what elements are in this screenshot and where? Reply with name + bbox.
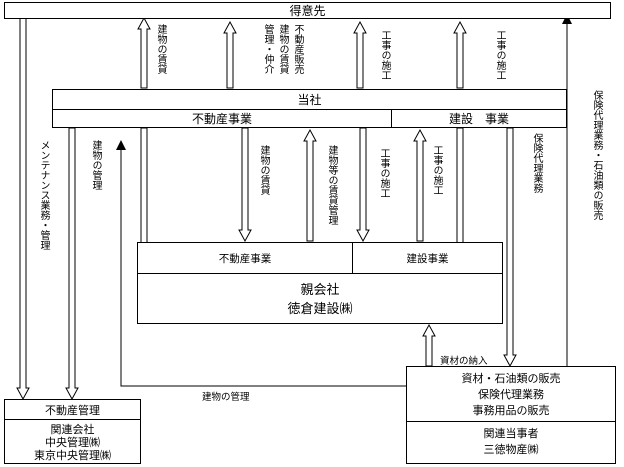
parent-construction-label: 建設事業 (406, 252, 449, 265)
label-sales-col2: 建物の賃貸 (277, 24, 288, 74)
label-lease-mgmt: 建物等の賃貸管理 (326, 145, 337, 225)
arrow-construction-to-customer-left (353, 20, 367, 89)
customer-label: 得意先 (289, 4, 326, 18)
arrow-construction-to-company (413, 128, 427, 242)
arrowhead-supplier-to-customer (562, 14, 572, 24)
parent-segment-divider (352, 243, 353, 273)
line-building-mgmt-bottom (120, 150, 407, 387)
company-box: 当社 不動産事業 建設 事業 (52, 89, 567, 128)
customer-box: 得意先 (4, 2, 611, 19)
arrow-parent-to-customer-right (456, 127, 464, 244)
arrow-construction-to-parent (356, 127, 370, 243)
label-construction-top-left: 工事の施工 (379, 30, 390, 80)
label-insurance-oil: 保険代理業務・石油類の販売 (591, 90, 602, 220)
related-party-box: 資材・石油類の販売 保険代理業務 事務用品の販売 関連当事者 三徳物産㈱ (406, 366, 616, 464)
mgmt-header: 不動産管理 (45, 403, 100, 417)
arrow-lease-to-customer (137, 16, 151, 89)
label-materials-delivery: 資材の納入 (440, 356, 488, 367)
label-construction-top-right: 工事の施工 (494, 30, 505, 80)
parent-name-line2: 徳倉建設㈱ (287, 301, 353, 317)
supplier-line4: 関連当事者 (483, 427, 539, 440)
parent-real-estate-label: 不動産事業 (218, 252, 272, 265)
arrow-materials-delivery (422, 323, 436, 367)
company-divider (53, 109, 566, 110)
label-sales-col1: 不動産販売 (292, 24, 303, 74)
supplier-line2: 保険代理業務 (478, 388, 544, 401)
label-lease-mid: 建物の賃貸 (258, 145, 269, 195)
parent-company-box: 不動産事業 建設事業 親会社 徳倉建設㈱ (137, 242, 503, 324)
label-sales-col3: 管理・仲介 (262, 24, 273, 74)
label-lease-top: 建物の賃貸 (155, 24, 166, 74)
mgmt-divider (5, 419, 140, 420)
supplier-divider (407, 421, 615, 422)
mgmt-line3: 東京中央管理㈱ (34, 448, 111, 462)
label-construction-mid-left: 工事の施工 (378, 148, 389, 198)
label-maintenance: メンテナンス業務・管理 (38, 140, 49, 250)
parent-divider (138, 273, 502, 274)
supplier-line5: 三徳物産㈱ (483, 443, 539, 456)
arrow-sales-to-customer (223, 20, 237, 89)
arrow-lease-mgmt-to-company (303, 128, 317, 242)
company-label: 当社 (297, 93, 322, 107)
company-real-estate-label: 不動産事業 (191, 112, 252, 126)
property-management-box: 不動産管理 関連会社 中央管理㈱ 東京中央管理㈱ (4, 399, 141, 464)
arrow-lease-to-parent (238, 127, 252, 243)
label-construction-mid-right: 工事の施工 (431, 145, 442, 195)
company-segment-divider (391, 109, 392, 127)
supplier-line1: 資材・石油類の販売 (461, 372, 561, 385)
label-insurance-agency: 保険代理業務 (531, 133, 542, 193)
arrow-building-mgmt-to-mgmt (65, 127, 79, 401)
arrow-insurance-to-supplier (503, 127, 517, 368)
parent-name-line1: 親会社 (300, 282, 340, 298)
label-building-mgmt-bottom: 建物の管理 (202, 392, 250, 403)
label-building-mgmt-left: 建物の管理 (90, 140, 101, 190)
mgmt-line2: 中央管理㈱ (45, 435, 100, 449)
supplier-line3: 事務用品の販売 (472, 404, 550, 417)
company-construction-label: 建設 事業 (448, 112, 509, 126)
arrow-maintenance-to-mgmt (16, 17, 30, 401)
arrowhead-building-mgmt (116, 140, 126, 150)
mgmt-line1: 関連会社 (50, 422, 95, 436)
arrow-construction-to-customer-right (453, 20, 467, 89)
arrow-parent-to-customer (140, 127, 148, 244)
